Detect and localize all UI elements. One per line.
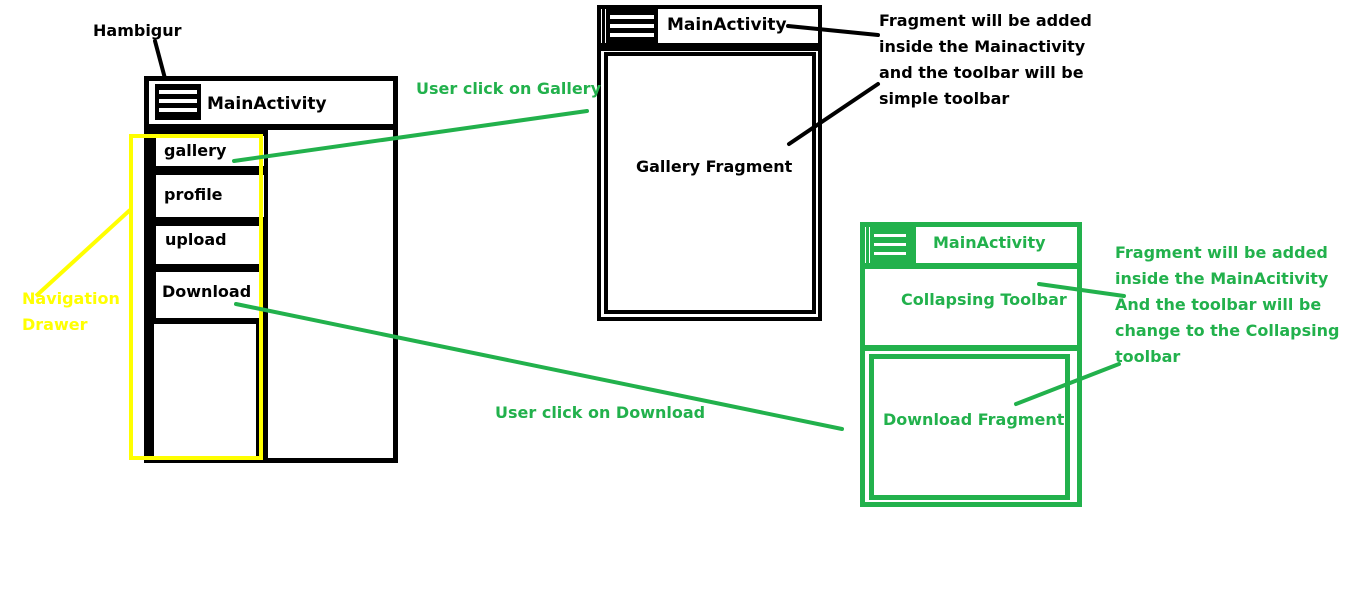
navigation-drawer-annotation-line1: Navigation	[22, 289, 120, 308]
navigation-drawer-annotation-line2: Drawer	[22, 315, 88, 334]
download-note-line: toolbar	[1115, 347, 1181, 366]
download-fragment-label: Download Fragment	[883, 410, 1065, 429]
hamburger-menu-icon[interactable]	[155, 84, 201, 120]
gallery-fragment-label: Gallery Fragment	[636, 157, 793, 176]
drawer-item-profile-label: profile	[164, 185, 223, 204]
navigation-drawer-highlight	[129, 134, 263, 460]
download-toolbar-title: MainActivity	[933, 233, 1046, 252]
drawer-item-upload[interactable]	[156, 226, 260, 264]
hamburger-annotation: Hambigur	[93, 21, 182, 40]
click-gallery-annotation: User click on Gallery	[416, 79, 601, 98]
drawer-item-download-label: Download	[162, 282, 252, 301]
main-toolbar-title: MainActivity	[207, 94, 327, 114]
gallery-toolbar-title: MainActivity	[667, 15, 787, 35]
download-note-line: And the toolbar will be	[1115, 295, 1322, 314]
gallery-screen	[597, 5, 822, 321]
drawer-item-gallery-label: gallery	[164, 141, 227, 160]
drawer-item-profile[interactable]	[156, 175, 264, 217]
collapsing-toolbar-divider	[864, 345, 1078, 351]
hamburger-menu-icon[interactable]	[870, 227, 916, 263]
download-note-line: inside the MainAcitivity	[1115, 269, 1329, 288]
collapsing-toolbar-label: Collapsing Toolbar	[901, 290, 1067, 309]
gallery-note-line: and the toolbar will be	[879, 63, 1084, 82]
download-note-line: change to the Collapsing	[1115, 321, 1340, 340]
download-toolbar-divider	[864, 263, 1078, 269]
drawer-item-upload-label: upload	[165, 230, 227, 249]
click-download-annotation: User click on Download	[495, 403, 706, 422]
gallery-note-line: inside the Mainactivity	[879, 37, 1086, 56]
download-fragment-frame	[869, 354, 1070, 500]
drawer-pointer-line	[34, 208, 132, 298]
download-toolbar-left-line	[866, 226, 869, 264]
download-note-line: Fragment will be added	[1115, 243, 1328, 262]
gallery-note-line: Fragment will be added	[879, 11, 1092, 30]
gallery-toolbar-left-line	[602, 9, 605, 45]
hamburger-menu-icon[interactable]	[606, 9, 658, 43]
gallery-toolbar-divider	[601, 43, 818, 51]
gallery-inner-frame	[604, 52, 816, 314]
gallery-note-line: simple toolbar	[879, 89, 1010, 108]
